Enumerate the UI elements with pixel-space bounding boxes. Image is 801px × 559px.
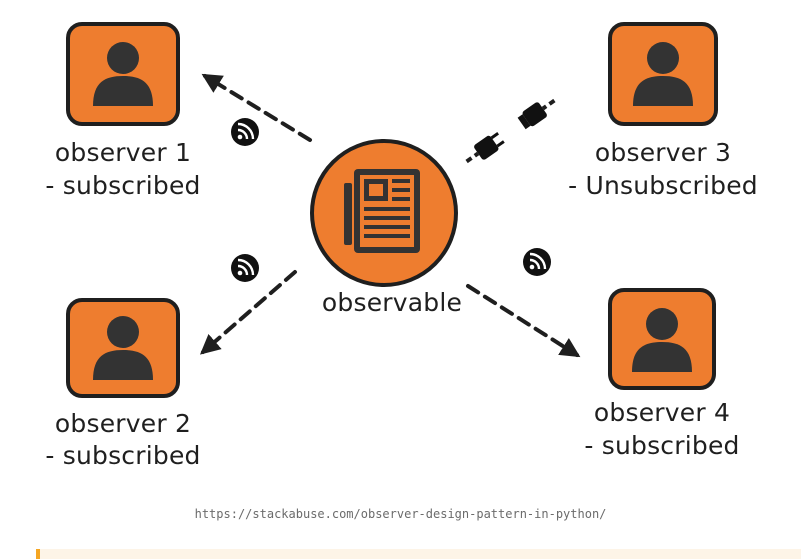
observer-1: observer 1 - subscribed: [45, 22, 200, 200]
observer-pattern-diagram: observer 1 - subscribed observer 2 - sub…: [45, 22, 758, 470]
observer-1-avatar: [66, 22, 180, 126]
observer-1-name: observer 1: [55, 138, 191, 167]
observer-3-avatar: [608, 22, 718, 126]
observer-4-avatar: [608, 288, 716, 390]
unplugged-cable-icon: [465, 98, 556, 164]
observer-2-avatar: [66, 298, 180, 398]
callout-box: [36, 549, 801, 559]
observer-3-status: - Unsubscribed: [568, 171, 758, 200]
observer-4-name: observer 4: [594, 398, 730, 427]
observer-1-status: - subscribed: [45, 171, 200, 200]
connection-observer-1: [201, 73, 312, 148]
rss-icon: [229, 252, 261, 284]
observable-label: observable: [322, 288, 462, 317]
rss-icon: [521, 246, 553, 278]
source-url: https://stackabuse.com/observer-design-p…: [194, 507, 607, 521]
observer-2-status: - subscribed: [45, 441, 200, 470]
connection-observer-3: [465, 98, 556, 164]
observer-4: observer 4 - subscribed: [584, 288, 739, 460]
rss-icon: [229, 116, 261, 148]
observer-3-name: observer 3: [595, 138, 731, 167]
connection-observer-4: [466, 246, 581, 358]
newspaper-icon: [344, 169, 420, 253]
observable: observable: [310, 139, 462, 317]
observer-2: observer 2 - subscribed: [45, 298, 200, 470]
observer-4-status: - subscribed: [584, 431, 739, 460]
observer-2-name: observer 2: [55, 409, 191, 438]
observer-3: observer 3 - Unsubscribed: [568, 22, 758, 200]
connection-observer-2: [199, 252, 297, 355]
